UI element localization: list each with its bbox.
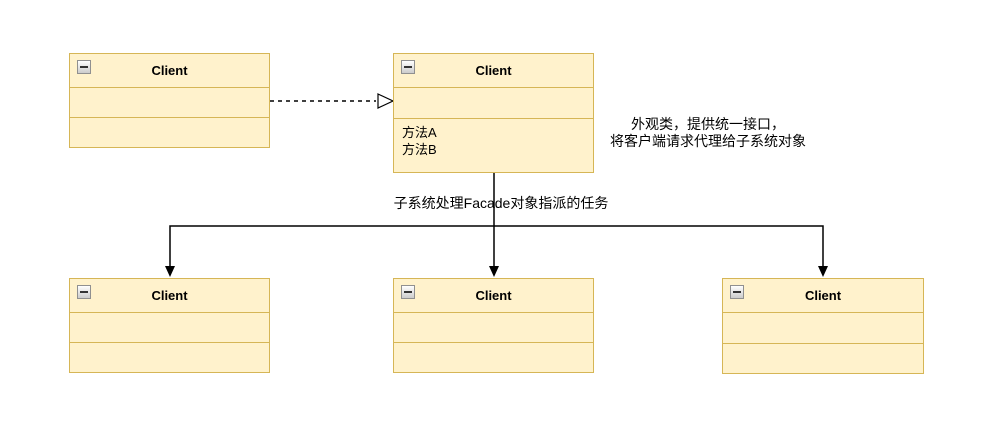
uml-class-header: Client — [723, 279, 923, 312]
facade-annotation-line2: 将客户端请求代理给子系统对象 — [610, 133, 806, 149]
uml-class-title: Client — [804, 288, 842, 303]
uml-class-title: Client — [475, 63, 512, 78]
method-b-label: 方法B — [402, 142, 437, 157]
uml-class-title: Client — [151, 288, 188, 303]
solid-arrowhead-right-icon — [818, 266, 828, 277]
solid-arrowhead-middle-icon — [489, 266, 499, 277]
uml-methods-section: 方法A 方法B — [394, 118, 593, 172]
collapse-icon[interactable] — [401, 60, 415, 74]
uml-class-client-top-left[interactable]: Client — [69, 53, 270, 148]
collapse-icon[interactable] — [77, 60, 91, 74]
method-a-label: 方法A — [402, 125, 437, 140]
minus-glyph — [733, 291, 741, 293]
uml-attributes-section — [394, 312, 593, 342]
uml-attributes-section — [70, 312, 269, 342]
facade-annotation: 外观类，提供统一接口， 将客户端请求代理给子系统对象 — [560, 116, 856, 150]
uml-methods-section — [70, 342, 269, 372]
uml-class-header: Client — [394, 54, 593, 87]
uml-methods-section — [394, 342, 593, 372]
hollow-triangle-arrowhead-icon — [377, 93, 395, 109]
uml-class-header: Client — [70, 279, 269, 312]
subsystem-annotation: 子系统处理Facade对象指派的任务 — [393, 195, 609, 211]
uml-class-header: Client — [394, 279, 593, 312]
uml-class-client-bottom-left[interactable]: Client — [69, 278, 270, 373]
uml-class-title: Client — [475, 288, 512, 303]
uml-class-client-facade[interactable]: Client 方法A 方法B — [393, 53, 594, 173]
uml-attributes-section — [394, 87, 593, 118]
minus-glyph — [404, 291, 412, 293]
uml-class-client-bottom-middle[interactable]: Client — [393, 278, 594, 373]
collapse-icon[interactable] — [401, 285, 415, 299]
collapse-icon[interactable] — [730, 285, 744, 299]
minus-glyph — [80, 291, 88, 293]
minus-glyph — [80, 66, 88, 68]
minus-glyph — [404, 66, 412, 68]
branch-connector — [169, 225, 824, 267]
collapse-icon[interactable] — [77, 285, 91, 299]
uml-class-client-bottom-right[interactable]: Client — [722, 278, 924, 374]
uml-attributes-section — [723, 312, 923, 343]
uml-methods-section — [723, 343, 923, 373]
uml-methods-section — [70, 117, 269, 147]
uml-attributes-section — [70, 87, 269, 117]
facade-annotation-line1: 外观类，提供统一接口， — [631, 116, 785, 132]
uml-class-header: Client — [70, 54, 269, 87]
solid-arrowhead-left-icon — [165, 266, 175, 277]
uml-class-title: Client — [151, 63, 188, 78]
